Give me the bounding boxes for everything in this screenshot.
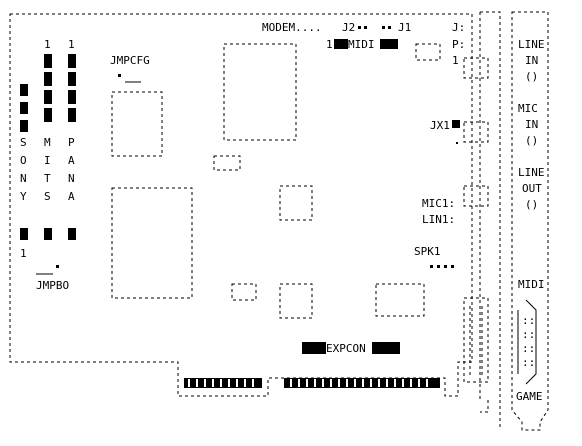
jack-line-in [463, 57, 489, 79]
sony-letter-2: O [20, 154, 27, 167]
chip-center [279, 185, 313, 221]
panasonic-letter-3: N [68, 172, 75, 185]
edge-connector [184, 378, 440, 388]
midi-header-label: MIDI [348, 38, 375, 51]
mic-in-label-1: MIC [518, 102, 538, 115]
jx1-label: JX1 [430, 119, 450, 132]
chip-bottom-right [375, 283, 425, 317]
game-label: GAME [516, 390, 543, 403]
j1-label: J1 [398, 21, 411, 34]
mitsumi-letter-1: M [44, 136, 51, 149]
jmpbo-label: JMPBO [36, 279, 69, 292]
panasonic-letter-4: A [68, 190, 75, 203]
j-label: J: [452, 21, 465, 34]
chip-small-center [213, 155, 241, 171]
mitsumi-connector: 1 M I T S [44, 38, 52, 240]
sony-letter-1: S [20, 136, 27, 149]
svg-text:::: :: [522, 342, 535, 355]
mounting-bracket [479, 11, 501, 430]
expcon-right [372, 342, 400, 354]
midi-header-right [380, 39, 398, 49]
p-label: P: [452, 38, 465, 51]
expcon-left [302, 342, 326, 354]
line-out-label-2: OUT [522, 182, 542, 195]
game-port-icon [517, 299, 537, 385]
line-out-label-3: () [525, 198, 538, 211]
panasonic-pin1: 1 [68, 38, 75, 51]
line-out-label-1: LINE [518, 166, 545, 179]
mitsumi-letter-2: I [44, 154, 51, 167]
midi-header-pin1: 1 [326, 38, 333, 51]
mic-in-label-3: () [525, 134, 538, 147]
chip-small-left [111, 91, 163, 157]
spk1-label: SPK1 [414, 245, 441, 258]
jack-line-out [463, 185, 489, 207]
mitsumi-letter-3: T [44, 172, 51, 185]
game-port-pins: :: :: :: :: [522, 314, 535, 369]
mic-in-label-2: IN [525, 118, 538, 131]
jmpcfg-pin [118, 74, 121, 77]
sony-letter-3: N [20, 172, 27, 185]
panasonic-letter-2: A [68, 154, 75, 167]
svg-text:::: :: [522, 356, 535, 369]
expcon-label: EXPCON [326, 342, 366, 355]
midi-label: MIDI [518, 278, 545, 291]
chip-bottom-center [279, 283, 313, 319]
jack-mic-in [463, 121, 489, 143]
game-port-on-board [463, 297, 489, 383]
chip-top-center [223, 43, 297, 141]
mitsumi-letter-4: S [44, 190, 51, 203]
spk1-pins [430, 265, 454, 268]
chip-bottom-small [231, 283, 257, 301]
jmpbo-pin [56, 265, 59, 268]
back-plate-labels: LINE IN () MIC IN () LINE OUT () MIDI GA… [516, 38, 545, 403]
board-outline [9, 13, 473, 397]
sony-connector: S O N Y 1 [20, 84, 28, 260]
jmpcfg-label: JMPCFG [110, 54, 150, 67]
panasonic-letter-1: P [68, 136, 75, 149]
mic1-label: MIC1: [422, 197, 455, 210]
svg-text:::: :: [522, 314, 535, 327]
j2-label: J2 [342, 21, 355, 34]
chip-large-left [111, 187, 193, 299]
modem-label: MODEM.... [262, 21, 322, 34]
line-in-label-2: IN [525, 54, 538, 67]
sony-letter-4: Y [20, 190, 27, 203]
one-label: 1 [452, 54, 459, 67]
lin1-label: LIN1: [422, 213, 455, 226]
panasonic-connector: 1 P A N A [68, 38, 76, 240]
midi-header-left [334, 39, 348, 49]
line-in-label-3: () [525, 70, 538, 83]
back-plate [511, 11, 549, 431]
jx1-block [452, 120, 460, 128]
sony-pin1: 1 [20, 247, 27, 260]
mitsumi-pin1: 1 [44, 38, 51, 51]
chip-top-right [415, 43, 441, 61]
line-in-label-1: LINE [518, 38, 545, 51]
svg-text:::: :: [522, 328, 535, 341]
